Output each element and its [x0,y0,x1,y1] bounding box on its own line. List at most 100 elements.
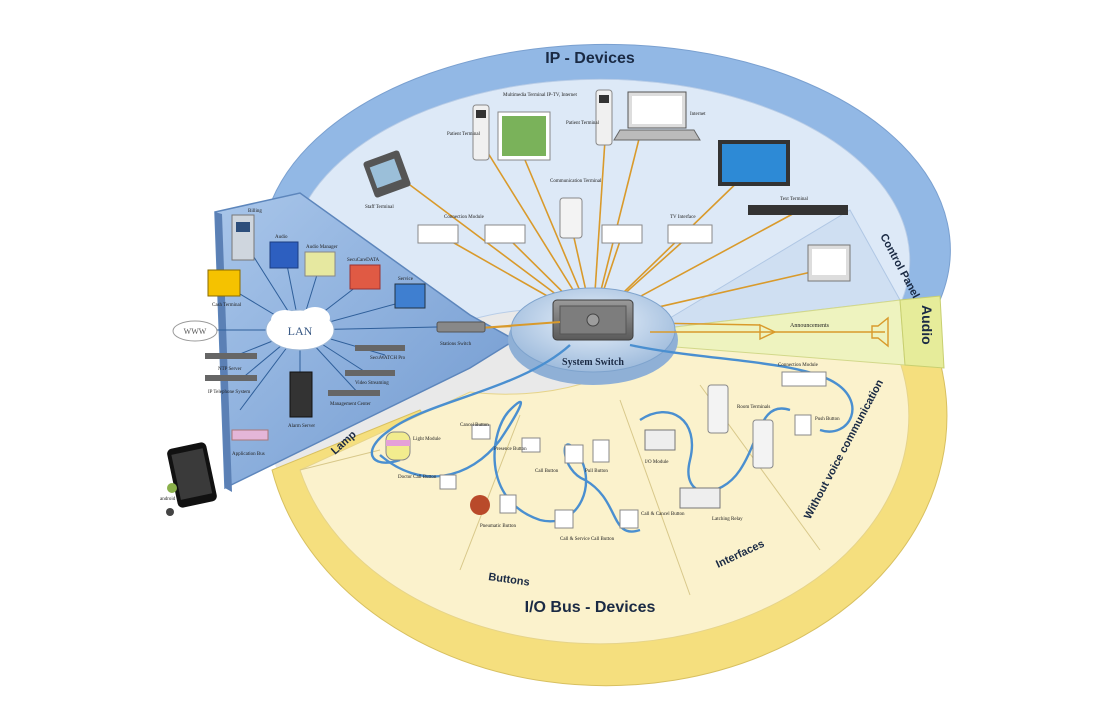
io-bus-title: I/O Bus - Devices [525,599,656,616]
stations-cable [479,321,561,329]
tv-monitor-device [718,140,790,186]
stations-switch-device [436,321,486,333]
tv-interface-label: TV Interface [670,215,696,220]
room-terminal-1-device [707,384,729,434]
patient-terminal-2-label: Patient Terminal [566,121,600,126]
audio-manager-label: Audio Manager [306,245,338,250]
ip-telephone-label: IP Telephone System [208,390,250,395]
multimedia-terminal-device [497,111,551,161]
io-module-device [644,429,676,451]
pneumatic-button-device [499,494,517,514]
multimedia-terminal-label: Multimedia Terminal IP-TV, Internet [503,93,578,98]
billing-label: Billing [248,209,262,214]
audio-manager-device [304,251,336,277]
billing-device [231,214,255,261]
internet-label: Internet [690,112,706,117]
doctor-call-button-label: Doctor Call Button [398,475,437,480]
doctor-call-button-device [439,474,457,490]
apple-icon [166,508,174,516]
patient-terminal-2-device [595,89,613,146]
call-button-device [564,444,584,464]
ntp-server-label: NTP Server [218,367,242,372]
speaker-icon [871,316,889,348]
audio-tab [899,295,945,369]
push-button-device [794,414,812,436]
securicare-device [349,264,381,290]
application-bus-label: Application Bus [232,452,265,457]
application-bus-device [231,429,269,441]
divider-interfaces [619,399,691,596]
audio-device [269,241,299,269]
smartphone-device [167,442,217,508]
ip-telephone-device [205,375,257,381]
text-terminal-label: Text Terminal [780,197,809,202]
internet-laptop-device [613,91,701,141]
light-module-device [385,431,411,461]
www-label: WWW [184,327,207,336]
communication-terminal-label: Communication Terminal [550,179,602,184]
pneumatic-bulb [470,495,490,515]
system-switch-device [552,299,634,341]
stations-switch-label: Stations Switch [440,342,472,347]
android-icon [167,483,177,493]
communication-terminal-device [559,197,583,239]
pull-button-label: Pull Button [585,469,608,474]
ip-devices-title: IP - Devices [545,50,635,67]
alarm-server-label: Alarm Server [288,424,315,429]
call-service-button-device [554,509,574,529]
patient-terminal-1-label: Patient Terminal [447,132,481,137]
control-panel-device [807,244,851,282]
video-streaming-label: Video Streaming [355,381,389,386]
system-switch-label: System Switch [562,357,624,368]
tv-interface-device [667,224,713,244]
pull-button-device [592,439,610,463]
video-streaming-device [345,370,395,376]
service-label: Service [398,277,414,282]
android-label: android [160,497,176,502]
cancel-button-label: Cancel Button [460,423,489,428]
staff-terminal-label: Staff Terminal [365,205,394,210]
call-button-label: Call Button [535,469,559,474]
connection-module-label: Connection Module [444,215,485,220]
service-device [394,283,426,309]
presence-button-device [521,437,541,453]
call-service-button-label: Call & Service Call Button [560,537,615,542]
cancel-button-device [471,424,491,440]
light-module-label: Light Module [413,437,441,442]
announcements-label: Announcements [790,323,830,329]
io-connection-module-device [781,371,827,387]
securewatch-label: SecuWATCH Pro [370,356,406,361]
divider-buttons [459,414,521,571]
lan-cloud [265,307,335,351]
management-center-device [328,390,380,396]
latching-relay-device [679,487,721,509]
patient-terminal-1-device [472,104,490,161]
lan-label: LAN [288,324,313,338]
ntp-server-device [205,353,257,359]
alarm-server-device [289,371,313,418]
call-cancel-button-device [619,509,639,529]
cash-terminal-label: Cash Terminal [212,303,242,308]
buttons-title: Buttons [488,571,531,589]
divider-lamp [299,449,381,471]
call-cancel-button-label: Call & Cancel Button [641,512,685,517]
io-connection-module-label: Connection Module [778,363,819,368]
presence-button-label: Presence Button [494,447,527,452]
connection-module-boxes [417,224,643,244]
audio-device-label: Audio [275,235,288,240]
staff-terminal-device [363,150,411,198]
io-module-label: I/O Module [645,460,669,465]
cash-terminal-device [207,269,241,297]
push-button-label: Push Button [815,417,840,422]
management-center-label: Management Center [330,402,371,407]
room-terminal-2-device [752,419,774,469]
securicare-label: SecuCareDATA [347,258,379,263]
audio-title: Audio [919,305,935,345]
room-terminals-label: Room Terminals [737,405,770,410]
pneumatic-button-label: Pneumatic Button [480,524,516,529]
www-cloud [172,320,218,342]
latching-relay-label: Latching Relay [712,517,743,522]
amplifier-icon [759,323,777,341]
io-bus-area [299,339,910,645]
